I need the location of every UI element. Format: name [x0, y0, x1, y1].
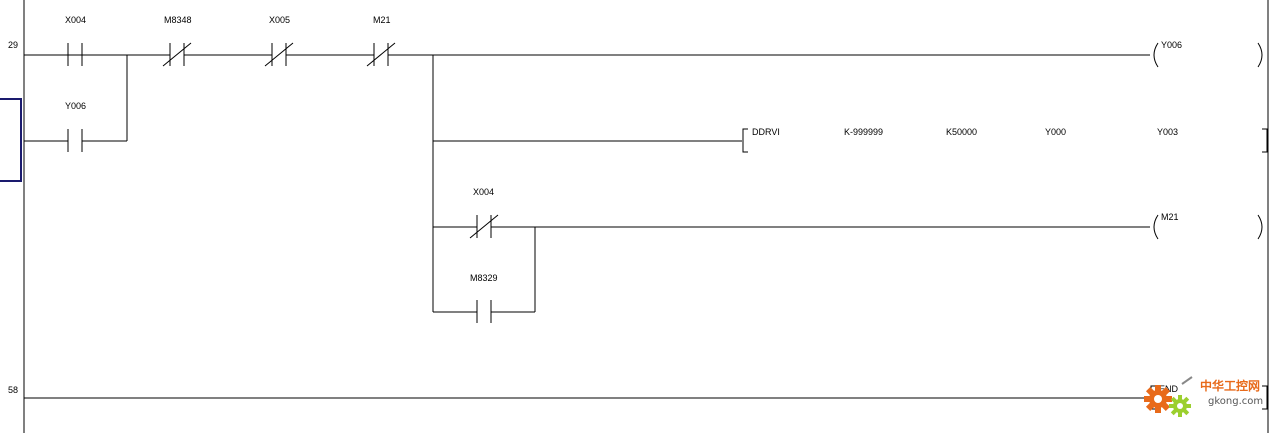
svg-text:X004: X004 [473, 187, 494, 197]
svg-text:Y006: Y006 [1161, 40, 1182, 50]
instruction-ddrvi[interactable]: DDRVI K-999999 K50000 Y000 Y003 [742, 127, 1268, 153]
contact-m8348-nc[interactable]: M8348 [162, 15, 192, 67]
gear-icon [1144, 376, 1193, 417]
instruction-operand-3: Y000 [1045, 127, 1066, 137]
step-number-29: 29 [8, 40, 18, 50]
svg-text:M21: M21 [373, 15, 391, 25]
svg-text:X005: X005 [269, 15, 290, 25]
contact-y006-no[interactable]: Y006 [65, 101, 86, 152]
svg-text:M21: M21 [1161, 212, 1179, 222]
instruction-name: DDRVI [752, 127, 780, 137]
coil-m21[interactable]: M21 [1153, 212, 1263, 240]
contact-x005-nc[interactable]: X005 [264, 15, 294, 67]
svg-text:M8348: M8348 [164, 15, 192, 25]
svg-text:M8329: M8329 [470, 273, 498, 283]
coil-y006[interactable]: Y006 [1153, 40, 1263, 68]
watermark-url: gkong.com [1208, 396, 1264, 407]
svg-text:Y006: Y006 [65, 101, 86, 111]
contact-m21-nc[interactable]: M21 [366, 15, 396, 67]
instruction-operand-4: Y003 [1157, 127, 1178, 137]
watermark-logo: 中华工控网 gkong.com [1138, 374, 1270, 424]
watermark-cn: 中华工控网 [1200, 379, 1261, 393]
contact-x004-no[interactable]: X004 [65, 15, 86, 66]
contact-m8329-no[interactable]: M8329 [470, 273, 498, 323]
instruction-operand-1: K-999999 [844, 127, 883, 137]
selection-cursor[interactable] [0, 98, 22, 182]
contact-x004-nc[interactable]: X004 [469, 187, 499, 239]
svg-text:X004: X004 [65, 15, 86, 25]
svg-text:END: END [1159, 384, 1179, 394]
instruction-operand-2: K50000 [946, 127, 977, 137]
step-number-58: 58 [8, 385, 18, 395]
